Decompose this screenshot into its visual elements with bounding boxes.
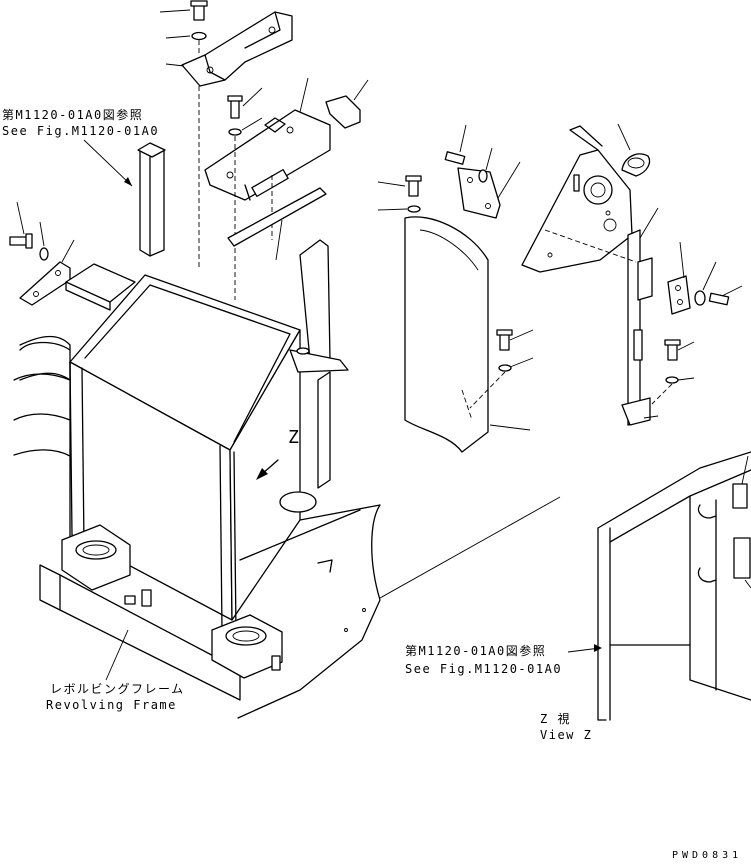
middle-bracket-assembly <box>204 77 369 300</box>
upper-left-reference-en: See Fig.M1120-01A0 <box>2 124 160 138</box>
view-z-leader-line <box>379 496 561 599</box>
lower-right-reference-leader <box>567 644 602 653</box>
lower-right-reference-en: See Fig.M1120-01A0 <box>405 662 563 676</box>
view-z-detail <box>597 451 751 721</box>
lower-right-reference-jp: 第M1120-01A0図参照 <box>405 644 547 658</box>
spacer-bar <box>227 187 327 261</box>
view-z-arrow <box>256 459 279 480</box>
frame-label-en: Revolving Frame <box>46 698 177 712</box>
right-small-bracket <box>651 241 743 405</box>
left-post <box>137 142 166 257</box>
drawing-number: PWD0831 <box>672 850 743 861</box>
top-bracket-assembly <box>159 0 293 270</box>
revolving-frame-outline <box>13 335 381 719</box>
frame-label-leader <box>105 629 129 681</box>
frame-label-jp: レボルビングフレーム <box>50 682 185 696</box>
tank-cover-assembly <box>39 239 349 701</box>
left-side-bracket <box>9 201 75 306</box>
upper-left-reference-jp: 第M1120-01A0図参照 <box>2 108 144 122</box>
view-label-jp: Z 視 <box>540 712 571 726</box>
right-upper-plate <box>444 124 521 219</box>
upper-left-reference-leader <box>83 139 133 187</box>
shroud-panel <box>377 175 534 453</box>
view-label-en: View Z <box>540 728 593 742</box>
right-column-bracket <box>521 123 659 426</box>
view-marker-z: Z <box>288 427 301 448</box>
